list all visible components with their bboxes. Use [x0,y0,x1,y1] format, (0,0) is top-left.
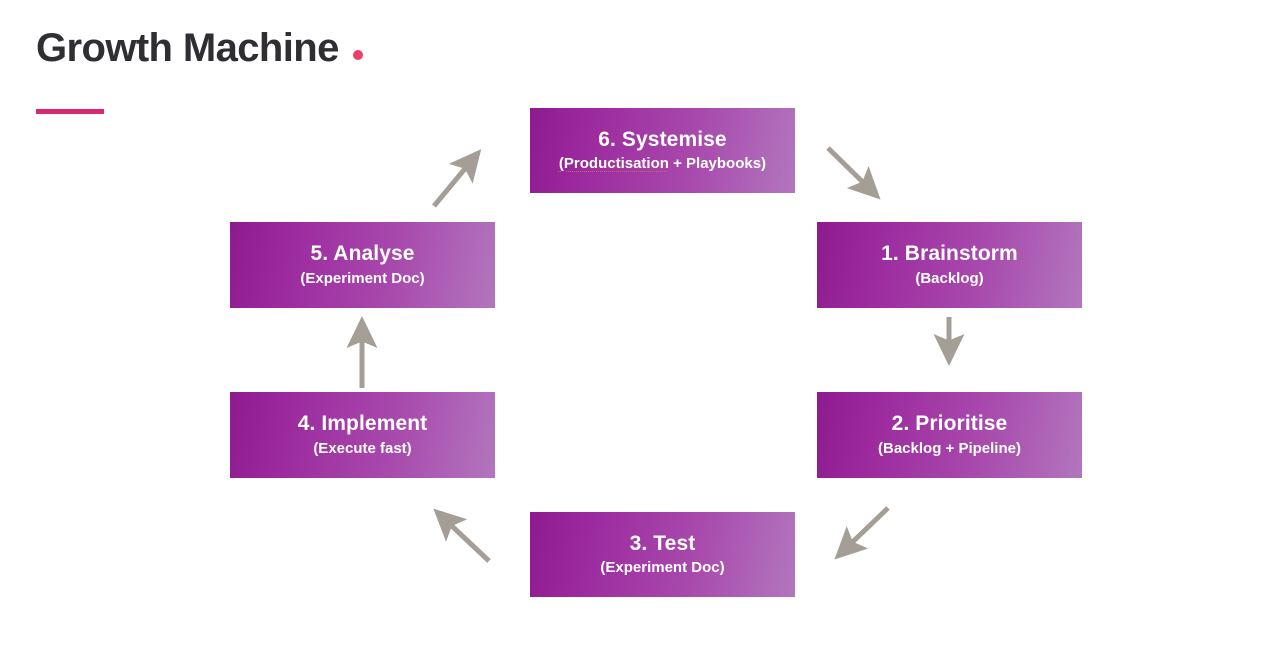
spellcheck-flagged-word: (Productisation [558,155,669,173]
title-underline-rule [36,109,104,114]
step-title-prioritise: 2. Prioritise [891,412,1008,436]
step-title-brainstorm: 1. Brainstorm [881,242,1018,266]
arrow-test-to-implement [433,508,491,563]
slide-header: Growth Machine [36,28,363,114]
page-title: Growth Machine [36,26,339,70]
step-title-implement: 4. Implement [297,412,428,436]
step-title-test: 3. Test [629,531,696,555]
step-subtitle-systemise: (Productisation + Playbooks) [559,155,766,173]
step-box-implement[interactable]: 4. Implement (Execute fast) [230,392,495,478]
step-title-analyse: 5. Analyse [310,242,415,266]
arrow-prioritise-to-test [834,506,890,560]
step-box-systemise[interactable]: 6. Systemise (Productisation + Playbooks… [530,108,795,193]
step-box-prioritise[interactable]: 2. Prioritise (Backlog + Pipeline) [817,392,1082,478]
arrow-systemise-to-brainstorm [826,146,881,200]
step-subtitle-prioritise: (Backlog + Pipeline) [878,439,1021,457]
step-subtitle-brainstorm: (Backlog) [915,269,984,287]
title-row: Growth Machine [36,28,363,68]
step-box-brainstorm[interactable]: 1. Brainstorm (Backlog) [817,222,1082,308]
step-subtitle-implement: (Execute fast) [313,439,412,457]
accent-dot-icon [352,50,363,60]
step-subtitle-analyse: (Experiment Doc) [300,269,425,287]
step-subtitle-systemise-rest: + Playbooks) [668,155,767,173]
arrow-analyse-to-systemise [432,149,482,208]
step-box-analyse[interactable]: 5. Analyse (Experiment Doc) [230,222,495,308]
step-subtitle-test: (Experiment Doc) [600,559,725,577]
step-title-systemise: 6. Systemise [598,127,727,151]
step-box-test[interactable]: 3. Test (Experiment Doc) [530,512,795,597]
